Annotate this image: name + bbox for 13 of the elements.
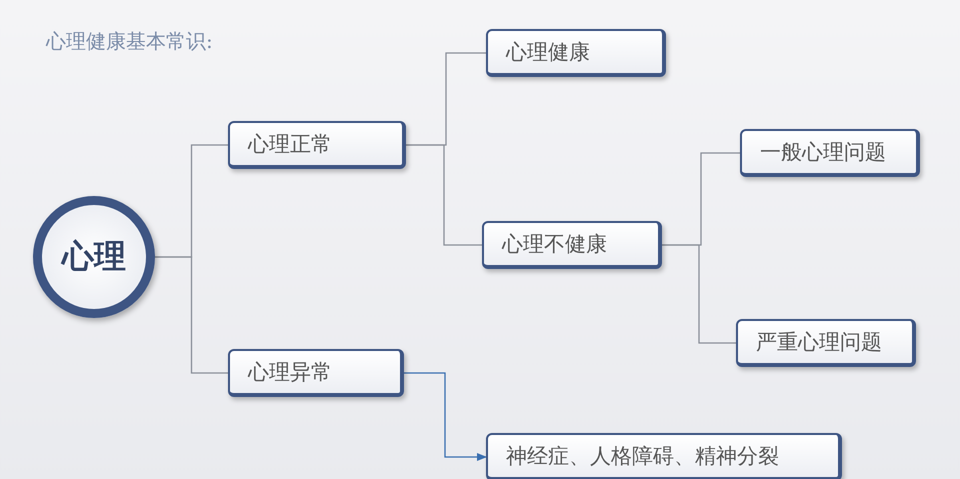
- concept-box: 心理健康: [486, 29, 666, 77]
- concept-box: 心理不健康: [482, 221, 662, 269]
- topic-circle: 心理: [33, 196, 155, 318]
- concept-box: 一般心理问题: [740, 129, 920, 177]
- title: 心理健康基本常识:: [46, 28, 213, 55]
- concept-box: 神经症、人格障碍、精神分裂: [486, 433, 842, 479]
- arrow: [404, 372, 487, 461]
- connector-line: [662, 244, 736, 344]
- concept-box: 心理异常: [228, 349, 404, 397]
- connector-line: [406, 144, 482, 246]
- concept-box: 心理正常: [228, 121, 406, 169]
- concept-box: 严重心理问题: [736, 319, 916, 367]
- connector-line: [155, 256, 228, 374]
